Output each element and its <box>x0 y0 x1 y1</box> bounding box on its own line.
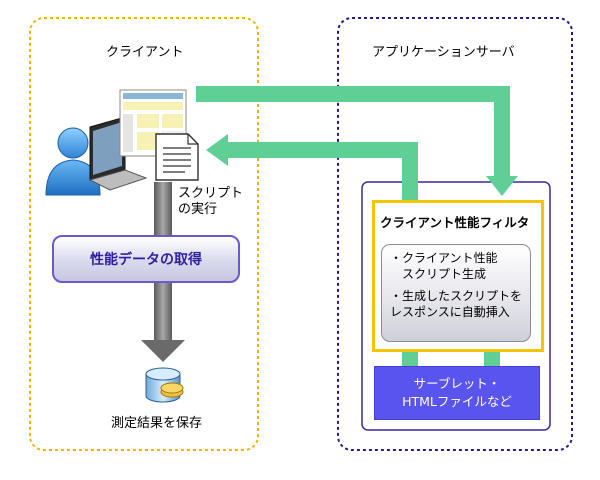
script-document-icon <box>155 133 199 181</box>
filter-title: クライアント性能フィルタ <box>380 215 530 230</box>
filter-item-4: レスポンスに自動挿入 <box>390 305 510 319</box>
user-icon <box>45 127 101 196</box>
filter-item-1: ・クライアント性能 <box>390 251 498 265</box>
servlet-line2: HTMLファイルなど <box>402 394 512 409</box>
servlet-line1: サーブレット・ <box>413 376 501 391</box>
server-region <box>337 17 573 451</box>
filter-item-2: スクリプト生成 <box>390 267 487 281</box>
filter-servlet-connector-left <box>402 352 418 366</box>
client-title: クライアント <box>106 45 184 60</box>
script-exec-line1: スクリプト <box>178 186 244 201</box>
laptop-icon <box>88 116 148 191</box>
server-title: アプリケーションサーバ <box>372 45 515 60</box>
filter-description: ・クライアント性能 スクリプト生成 ・生成したスクリプトを レスポンスに自動挿入 <box>381 244 531 342</box>
get-performance-data-label: 性能データの取得 <box>90 252 202 268</box>
filter-item-3: ・生成したスクリプトを <box>390 289 523 303</box>
save-results-label: 測定結果を保存 <box>111 416 203 431</box>
client-region <box>29 17 259 451</box>
get-performance-data-step: 性能データの取得 <box>52 235 240 283</box>
script-exec-line2: の実行 <box>178 202 218 217</box>
servlet-html-box: サーブレット・ HTMLファイルなど <box>374 366 540 420</box>
response-arrow <box>206 134 418 200</box>
request-arrow <box>196 86 518 196</box>
filter-servlet-connector-right <box>484 352 500 366</box>
database-icon <box>145 367 184 403</box>
script-exec-label: スクリプト の実行 <box>178 186 243 218</box>
